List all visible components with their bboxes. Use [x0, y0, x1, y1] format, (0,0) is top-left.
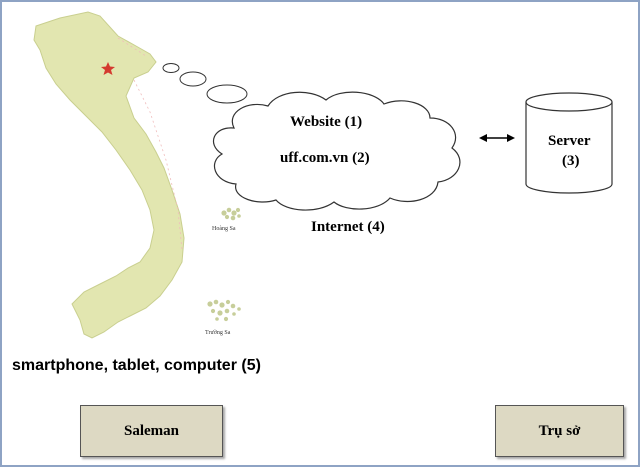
server-cylinder-top: [525, 92, 613, 112]
vietnam-map: [33, 11, 185, 339]
spratly-islands: [207, 299, 241, 322]
capital-star: [101, 62, 115, 75]
headquarters-label: Trụ sở: [538, 422, 581, 439]
server-cylinder-body: [525, 102, 613, 194]
internet-label: Internet (4): [311, 219, 385, 235]
saleman-label: Saleman: [123, 422, 179, 439]
website-label: Website (1): [290, 114, 363, 130]
arrow-head-right: [507, 134, 515, 142]
map-coastline-detail: [117, 37, 183, 251]
paracel-islands: [221, 207, 241, 221]
devices-label: smartphone, tablet, computer (5): [12, 357, 261, 374]
headquarters-box: Trụ sở: [495, 405, 624, 457]
spratly-label: Trường Sa: [205, 330, 231, 336]
thought-bubble-small: [162, 63, 180, 73]
paracel-label: Hoàng Sa: [212, 226, 236, 232]
arrow-head-left: [479, 134, 487, 142]
server-label: Server: [548, 133, 591, 149]
saleman-box: Saleman: [80, 405, 223, 457]
domain-label: uff.com.vn (2): [280, 150, 370, 166]
internet-cloud: [212, 91, 461, 211]
server-number-label: (3): [562, 153, 580, 169]
thought-bubble-large: [206, 84, 248, 104]
thought-bubble-medium: [179, 71, 207, 87]
